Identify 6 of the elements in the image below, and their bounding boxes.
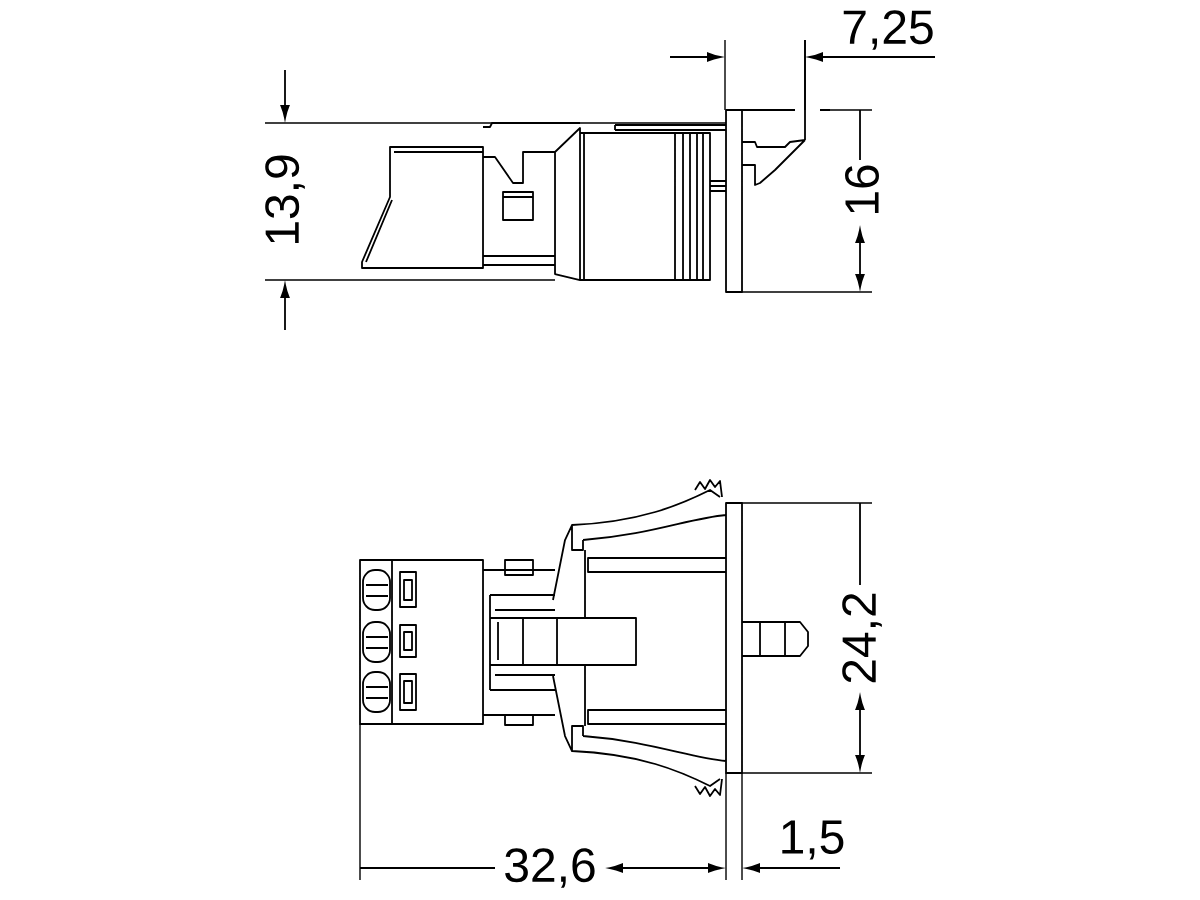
dimension-label: 16 <box>845 165 879 214</box>
dimension-label: 13,9 <box>265 155 305 244</box>
dimension-label: 24,2 <box>842 593 882 683</box>
dimension-label: 32,6 <box>505 848 595 888</box>
dimension-label: 1,5 <box>782 820 844 860</box>
dimension-label: 7,25 <box>843 10 933 50</box>
